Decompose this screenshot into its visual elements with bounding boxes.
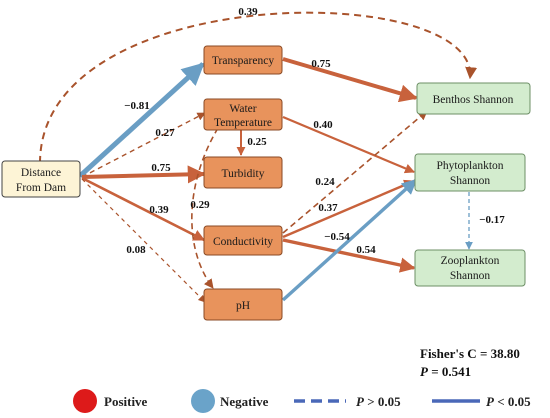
path-conductivity-zooplankton	[282, 238, 416, 273]
legend-positive-label: Positive	[104, 394, 148, 409]
legend-positive-swatch	[73, 389, 97, 413]
coef-distance-benthos: 0.39	[238, 6, 258, 18]
node-zoo-line1: Zooplankton	[441, 255, 500, 267]
node-conductivity: Conductivity	[203, 225, 283, 256]
node-distance-from-dam: Distance From Dam	[1, 160, 81, 198]
node-benthos-label: Benthos Shannon	[433, 94, 514, 106]
node-watertemp-line1: Water	[229, 103, 256, 115]
node-ph-label: pH	[236, 300, 250, 312]
node-benthos-shannon: Benthos Shannon	[416, 82, 531, 115]
node-distance-line1: Distance	[21, 167, 61, 179]
node-transparency: Transparency	[203, 45, 283, 75]
node-turbidity-label: Turbidity	[221, 168, 264, 180]
path-distance-benthos	[39, 11, 478, 164]
node-zoo-line2: Shannon	[450, 270, 491, 282]
model-fit: Fisher's C = 38.80 P = 0.541	[420, 346, 520, 379]
node-phytoplankton-shannon: Phytoplankton Shannon	[414, 153, 526, 192]
coef-distance-watertemp: 0.27	[155, 127, 175, 139]
node-transparency-label: Transparency	[212, 55, 274, 67]
coef-distance-conductivity: 0.39	[149, 204, 169, 216]
path-watertemp-ph	[191, 127, 219, 289]
edges	[39, 11, 478, 303]
path-distance-conductivity	[81, 176, 206, 242]
path-distance-transparency	[78, 62, 205, 178]
coef-ph-phytoplankton: −0.54	[324, 231, 350, 243]
coef-phytoplankton-zooplankton: −0.17	[479, 214, 505, 226]
node-turbidity: Turbidity	[203, 156, 283, 189]
coef-transparency-benthos: 0.75	[311, 58, 331, 70]
coef-distance-transparency: −0.81	[124, 100, 150, 112]
node-water-temperature: Water Temperature	[203, 98, 283, 131]
node-phyto-line2: Shannon	[450, 175, 491, 187]
legend: Positive Negative P > 0.05 P < 0.05	[73, 389, 531, 413]
path-distance-ph	[81, 178, 206, 303]
path-ph-phytoplankton	[281, 178, 418, 302]
node-watertemp-line2: Temperature	[214, 117, 272, 129]
legend-negative-label: Negative	[220, 394, 269, 409]
coef-distance-turbidity: 0.75	[151, 162, 171, 174]
path-watertemp-phytoplankton	[282, 115, 415, 174]
coef-watertemp-phytoplankton: 0.40	[313, 119, 333, 131]
coef-conductivity-zooplankton: 0.54	[356, 244, 376, 256]
coef-watertemp-ph: 0.29	[190, 199, 210, 211]
path-conductivity-benthos	[282, 110, 428, 234]
coef-conductivity-benthos: 0.24	[315, 176, 335, 188]
coefficients: 0.39 −0.81 0.27 0.75 0.39 0.08 0.75 0.25…	[124, 6, 505, 256]
node-distance-line2: From Dam	[16, 182, 66, 194]
node-zooplankton-shannon: Zooplankton Shannon	[414, 249, 526, 287]
path-distance-turbidity	[81, 165, 206, 184]
path-transparency-benthos	[282, 57, 418, 103]
node-conductivity-label: Conductivity	[213, 236, 273, 248]
node-phyto-line1: Phytoplankton	[436, 160, 503, 172]
legend-sig-label: P < 0.05	[486, 394, 531, 409]
p-value: P = 0.541	[420, 364, 471, 379]
legend-negative-swatch	[191, 389, 215, 413]
path-distance-watertemp	[81, 112, 206, 178]
fisher-c: Fisher's C = 38.80	[420, 346, 520, 361]
nodes: Distance From Dam Transparency Water Tem…	[1, 45, 531, 321]
coef-watertemp-turbidity: 0.25	[247, 136, 267, 148]
node-ph: pH	[203, 288, 283, 321]
path-conductivity-phytoplankton	[282, 179, 415, 239]
coef-conductivity-phytoplankton: 0.37	[318, 202, 338, 214]
coef-distance-ph: 0.08	[126, 244, 146, 256]
legend-nonsig-label: P > 0.05	[356, 394, 401, 409]
